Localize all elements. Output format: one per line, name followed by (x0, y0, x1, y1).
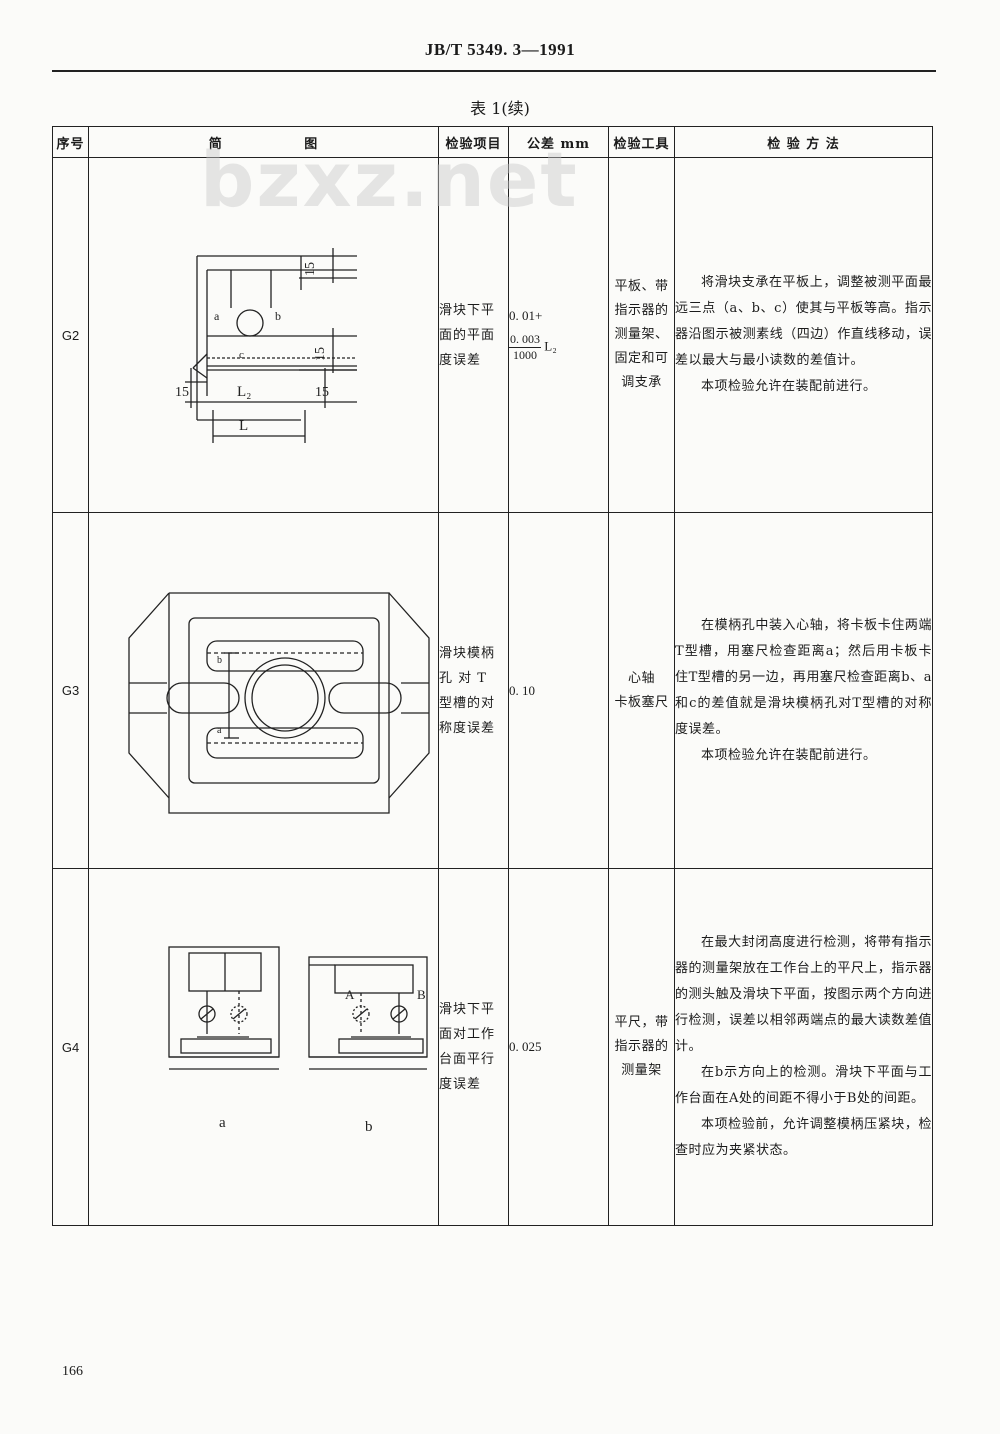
table-row: G4 (52, 868, 933, 1226)
g2-label-c: c (239, 349, 244, 361)
item-line: 型槽的对 (439, 695, 496, 711)
g2-label-a: a (214, 309, 220, 323)
g4-label-A: A (345, 987, 355, 1002)
row-tool: 平板、带 指示器的 测量架、 固定和可 调支承 (608, 157, 675, 513)
col-header-tool: 检验工具 (608, 126, 675, 158)
col-header-seq: 序号 (52, 126, 89, 158)
page-number: 166 (62, 1364, 83, 1379)
item-line: 度误差 (439, 1077, 482, 1092)
tool-line: 平尺，带 (614, 1015, 669, 1030)
method-paragraph: 在b示方向上的检测。滑块下平面与工作台面在A处的间距不得小于B处的间距。 (675, 1065, 932, 1106)
tolerance-numerator: 0. 003 (509, 331, 541, 348)
g2-label-L: L (239, 418, 248, 434)
tolerance-prefix: 0. 01+ (509, 307, 543, 323)
g4-subfigure-a-label: a (219, 1115, 226, 1131)
tolerance-suffix: L₂ (544, 337, 557, 353)
row-item: 滑块下平 面的平面 度误差 (438, 157, 509, 513)
tool-line: 测量架、 (614, 327, 669, 342)
inspection-table: 序号 简 图 检验项目 公差 mm 检验工具 检 验 方 法 G2 (52, 126, 933, 1226)
method-paragraph: 在最大封闭高度进行检测，将带有指示器的测量架放在工作台上的平尺上，指示器的测头触… (675, 935, 932, 1054)
tool-line: 心轴 (627, 670, 655, 686)
row-seq: G3 (52, 512, 89, 869)
item-line: 度误差 (439, 352, 482, 368)
col-header-figure-b: 图 (304, 136, 319, 152)
g2-dim-15-left: 15 (175, 385, 189, 400)
row-seq: G4 (52, 868, 89, 1226)
g2-flatness-diagram: a b c 15 15 15 15 L₂ L (175, 248, 357, 443)
figure-g4: A B a b (88, 868, 439, 1226)
g2-dim-15-right-vertical: 15 (313, 347, 328, 361)
item-line: 滑块模柄 (439, 645, 496, 661)
g3-label-b: b (217, 655, 222, 666)
g4-subfigure-b-label: b (365, 1119, 373, 1135)
table-header-row: 序号 简 图 检验项目 公差 mm 检验工具 检 验 方 法 (52, 126, 933, 158)
tool-line: 指示器的 (614, 1039, 669, 1054)
col-header-figure-a: 简 (208, 136, 223, 152)
table-row: G3 (52, 512, 933, 869)
table-row: G2 (52, 157, 933, 513)
item-line: 称度误差 (439, 720, 496, 736)
row-item: 滑块模柄 孔 对 T 型槽的对 称度误差 (438, 512, 509, 869)
tolerance-denominator: 1000 (513, 347, 537, 362)
tool-line: 测量架 (621, 1063, 662, 1078)
tolerance-fraction: 0. 003 1000 (509, 332, 541, 363)
row-tool: 平尺，带 指示器的 测量架 (608, 868, 675, 1226)
item-line: 面对工作 (439, 1027, 496, 1042)
g4-parallelism-diagram: A B a b (168, 946, 428, 1135)
method-paragraph: 在模柄孔中装入心轴，将卡板卡住两端T型槽，用塞尺检查距离a；然后用卡板卡住T型槽… (675, 617, 932, 737)
tool-line: 固定和可 (614, 351, 669, 366)
method-paragraph: 将滑块支承在平板上，调整被测平面最远三点（a、b、c）使其与平板等高。指示器沿图… (675, 275, 932, 368)
item-line: 孔 对 T (439, 670, 487, 686)
row-tolerance: 0. 025 (508, 868, 609, 1226)
method-paragraph: 本项检验允许在装配前进行。 (701, 747, 877, 763)
item-line: 滑块下平 (439, 302, 496, 318)
row-method: 在模柄孔中装入心轴，将卡板卡住两端T型槽，用塞尺检查距离a；然后用卡板卡住T型槽… (674, 512, 933, 869)
figure-g3: b a (88, 512, 439, 869)
row-item: 滑块下平 面对工作 台面平行 度误差 (438, 868, 509, 1226)
col-header-item: 检验项目 (438, 126, 509, 158)
item-line: 面的平面 (439, 327, 496, 343)
g3-label-a: a (217, 725, 222, 736)
tool-line: 平板、带 (614, 279, 669, 294)
col-header-tolerance: 公差 mm (508, 126, 609, 158)
tool-line: 卡板塞尺 (614, 694, 669, 710)
row-method: 在最大封闭高度进行检测，将带有指示器的测量架放在工作台上的平尺上，指示器的测头触… (674, 868, 933, 1226)
g2-label-b: b (275, 309, 281, 323)
method-paragraph: 本项检验前，允许调整模柄压紧块，检查时应为夹紧状态。 (675, 1117, 932, 1158)
header-rule (52, 70, 936, 72)
method-paragraph: 本项检验允许在装配前进行。 (701, 379, 877, 394)
g2-dim-15-top: 15 (303, 262, 318, 276)
item-line: 滑块下平 (439, 1002, 496, 1017)
g2-dim-15-right: 15 (315, 385, 329, 400)
g4-label-B: B (417, 987, 426, 1002)
g3-symmetry-diagram: b a (128, 592, 430, 814)
watermark: bzxz.net (200, 135, 579, 224)
tool-line: 调支承 (621, 375, 662, 390)
row-tool: 心轴 卡板塞尺 (608, 512, 675, 869)
row-seq: G2 (52, 157, 89, 513)
row-tolerance: 0. 01+ 0. 003 1000 L₂ (508, 157, 609, 513)
row-method: 将滑块支承在平板上，调整被测平面最远三点（a、b、c）使其与平板等高。指示器沿图… (674, 157, 933, 513)
tool-line: 指示器的 (614, 303, 669, 318)
table-title: 表 1(续) (470, 99, 530, 118)
col-header-method: 检 验 方 法 (674, 126, 933, 158)
figure-g2: a b c 15 15 15 15 L₂ L (88, 157, 439, 513)
document-code: JB/T 5349. 3—1991 (424, 40, 576, 59)
g2-label-L2: L₂ (237, 384, 251, 400)
col-header-figure: 简 图 (88, 126, 439, 158)
item-line: 台面平行 (439, 1052, 496, 1067)
row-tolerance: 0. 10 (508, 512, 609, 869)
